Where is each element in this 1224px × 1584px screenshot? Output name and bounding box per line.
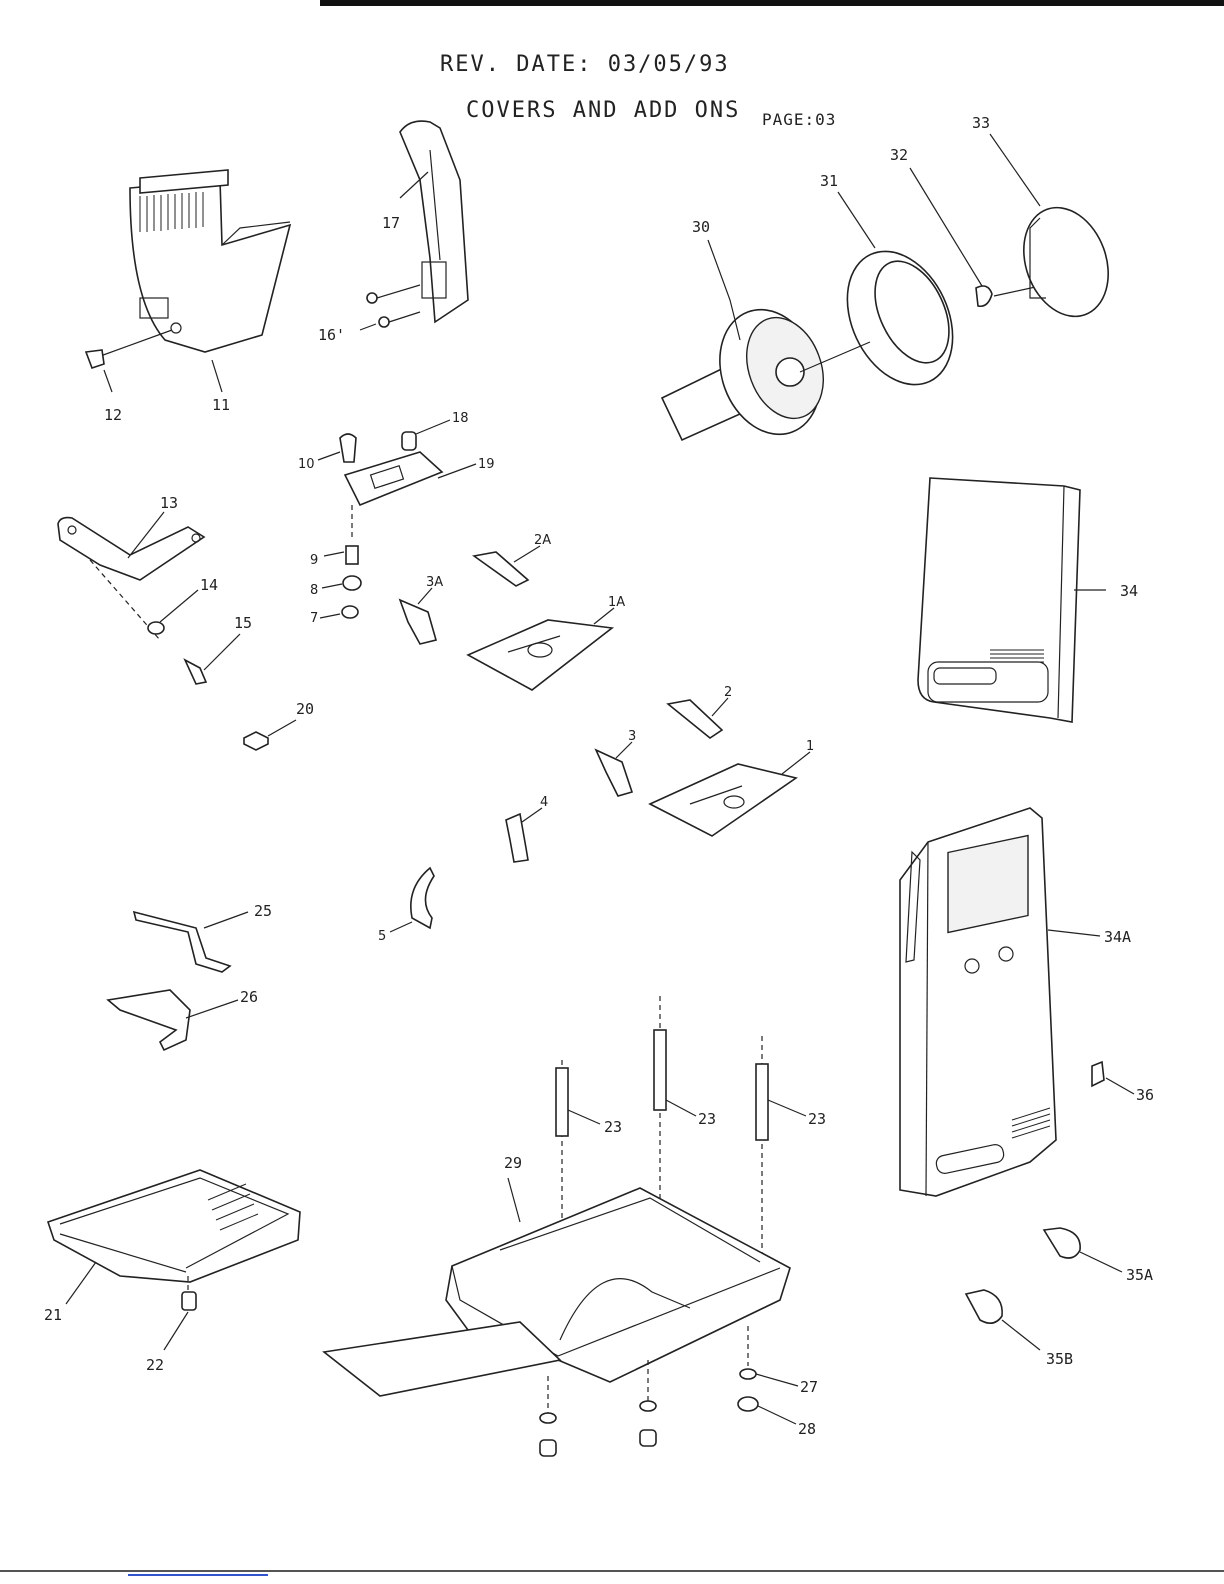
label-22: 22 [146, 1356, 164, 1374]
screw-15-drawing [185, 660, 206, 684]
label-36: 36 [1136, 1086, 1154, 1104]
label-20: 20 [296, 700, 314, 718]
plate-19-drawing [345, 452, 442, 505]
screws-16-drawing [360, 285, 420, 330]
label-8: 8 [310, 583, 318, 598]
knob-35a-drawing [1044, 1228, 1080, 1258]
label-26: 26 [240, 988, 258, 1006]
label-35b: 35B [1046, 1350, 1073, 1368]
cover-box-drawing [130, 170, 290, 352]
label-21: 21 [44, 1306, 62, 1324]
label-2: 2 [724, 685, 732, 700]
label-7: 7 [310, 611, 318, 626]
label-2a: 2A [534, 533, 551, 548]
label-34a: 34A [1104, 928, 1131, 946]
label-28: 28 [798, 1420, 816, 1438]
label-31: 31 [820, 172, 838, 190]
bracket-26-drawing [108, 990, 190, 1050]
label-11: 11 [212, 396, 230, 414]
back-panel-34a-drawing [900, 808, 1100, 1196]
foot-22-drawing [182, 1292, 196, 1310]
label-15: 15 [234, 614, 252, 632]
label-27: 27 [800, 1378, 818, 1396]
screw-12-drawing [86, 350, 104, 368]
label-10: 10 [298, 457, 315, 472]
label-25: 25 [254, 902, 272, 920]
label-19: 19 [478, 457, 495, 472]
clip-3-drawing [596, 750, 632, 796]
bracket-25-drawing [134, 912, 230, 972]
bottom-border-line [0, 1570, 1224, 1572]
pin-10-drawing [340, 434, 356, 462]
clip-5-drawing [411, 868, 434, 928]
bottom-link-underline [128, 1574, 268, 1576]
label-1: 1 [806, 739, 814, 754]
label-12: 12 [104, 406, 122, 424]
nut-7-drawing [342, 606, 358, 618]
label-4: 4 [540, 795, 548, 810]
front-panel-34-drawing [918, 478, 1106, 722]
label-23-center: 23 [698, 1110, 716, 1128]
label-33: 33 [972, 114, 990, 132]
base-tray-29-drawing [324, 1178, 790, 1396]
washer-14-drawing [148, 622, 164, 634]
label-23-right: 23 [808, 1110, 826, 1128]
clip-2a-drawing [474, 552, 528, 586]
label-3a: 3A [426, 575, 443, 590]
spring-9-drawing [346, 546, 358, 564]
drip-tray-21-drawing [48, 1170, 300, 1304]
label-5: 5 [378, 929, 386, 944]
label-1a: 1A [608, 595, 625, 610]
label-14: 14 [200, 576, 218, 594]
clip-32-drawing [976, 286, 992, 306]
bushing-18-drawing [402, 432, 416, 450]
label-32: 32 [890, 146, 908, 164]
clip-4-drawing [506, 814, 528, 862]
clip-2-drawing [668, 700, 722, 738]
clip-36-drawing [1092, 1062, 1104, 1086]
label-17: 17 [382, 214, 400, 232]
plate-1-drawing [650, 764, 796, 836]
label-30: 30 [692, 218, 710, 236]
nut-20-drawing [244, 732, 268, 750]
label-35a: 35A [1126, 1266, 1153, 1284]
knob-35b-drawing [966, 1290, 1002, 1323]
plate-1a-drawing [468, 620, 612, 690]
label-18: 18 [452, 411, 469, 426]
fan-ring-drawing [800, 192, 973, 402]
label-9: 9 [310, 553, 318, 568]
label-34: 34 [1120, 582, 1138, 600]
blower-housing-drawing [662, 240, 837, 449]
washer-8-drawing [343, 576, 361, 590]
label-16: 16' [318, 326, 345, 344]
label-29: 29 [504, 1154, 522, 1172]
label-13: 13 [160, 494, 178, 512]
label-23-left: 23 [604, 1118, 622, 1136]
bracket-13-drawing [58, 518, 204, 580]
cap-33-drawing [1009, 196, 1122, 329]
trim-strip-drawing [400, 121, 468, 322]
clip-3a-drawing [400, 600, 436, 644]
label-3: 3 [628, 729, 636, 744]
